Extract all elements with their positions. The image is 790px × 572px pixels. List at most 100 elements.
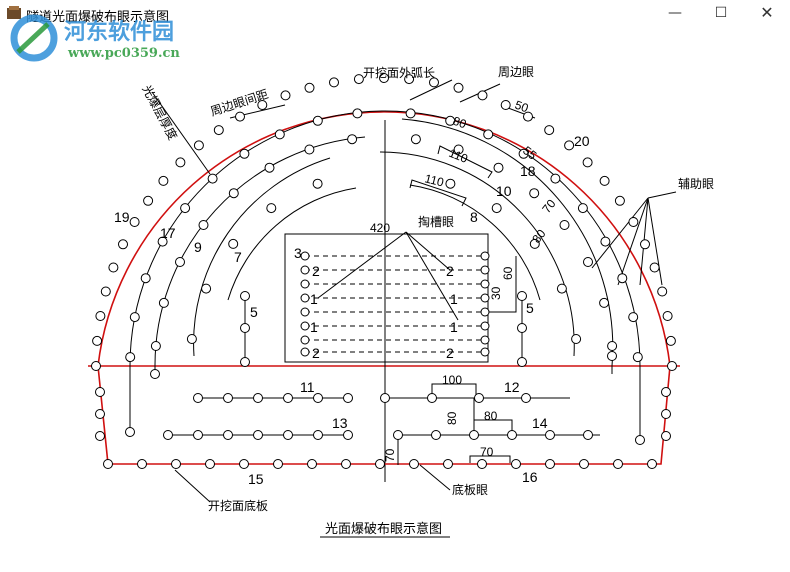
blast-hole bbox=[240, 323, 250, 333]
hole-number: 15 bbox=[248, 471, 264, 487]
blast-hole bbox=[157, 236, 168, 247]
dim-mark-110b bbox=[409, 179, 467, 207]
blast-hole bbox=[313, 393, 323, 403]
blast-hole bbox=[175, 257, 185, 267]
blast-hole bbox=[661, 387, 671, 397]
blast-hole bbox=[480, 265, 490, 275]
blast-hole bbox=[175, 157, 186, 168]
hole-number-labels: 20 18 19 17 15 16 10 9 8 7 5 5 3 11 12 1… bbox=[114, 133, 590, 487]
blast-hole bbox=[223, 393, 233, 403]
blast-hole bbox=[103, 459, 113, 469]
blast-hole bbox=[493, 162, 504, 173]
blast-hole bbox=[480, 321, 490, 331]
blast-hole bbox=[213, 125, 224, 136]
contour-arc-10 bbox=[401, 118, 614, 374]
blast-hole bbox=[304, 82, 315, 93]
minimize-button[interactable]: — bbox=[668, 5, 682, 21]
blast-hole bbox=[474, 393, 484, 403]
hole-number: 3 bbox=[294, 245, 302, 261]
hole-number: 17 bbox=[160, 225, 176, 241]
maximize-button[interactable]: ☐ bbox=[714, 5, 728, 21]
dimension-labels: 50 80 55 110 110 70 80 420 60 30 100 80 … bbox=[370, 98, 559, 462]
blast-hole bbox=[628, 312, 639, 323]
blast-hole bbox=[353, 74, 364, 85]
blast-hole bbox=[264, 162, 275, 173]
blast-hole bbox=[544, 125, 555, 136]
contour-arc-inner bbox=[227, 187, 357, 301]
blast-hole bbox=[661, 409, 671, 419]
holes-group bbox=[91, 73, 677, 469]
dimension: 70 bbox=[383, 448, 397, 462]
blast-hole bbox=[95, 387, 105, 397]
label-outer-arc: 开挖面外弧长 bbox=[363, 65, 435, 80]
blast-hole bbox=[100, 286, 111, 297]
blast-hole bbox=[571, 334, 582, 344]
dimension: 80 bbox=[451, 114, 469, 132]
blast-hole bbox=[529, 238, 540, 249]
blast-hole bbox=[665, 335, 676, 346]
blast-hole bbox=[312, 178, 323, 189]
blast-hole bbox=[480, 307, 490, 317]
blast-hole bbox=[632, 352, 643, 363]
blast-hole bbox=[647, 459, 657, 469]
blast-hole bbox=[559, 220, 570, 230]
blast-hole bbox=[180, 203, 191, 214]
blast-hole bbox=[480, 293, 490, 303]
leader-aux-1 bbox=[591, 197, 649, 269]
blast-hole bbox=[304, 144, 315, 155]
blast-hole bbox=[253, 430, 263, 440]
contour-arc-17 bbox=[129, 110, 641, 440]
hole-number: 20 bbox=[574, 133, 590, 149]
blast-hole bbox=[380, 393, 390, 403]
blast-hole bbox=[661, 431, 671, 441]
blast-hole bbox=[92, 335, 103, 346]
blast-hole bbox=[640, 239, 650, 250]
dimension: 70 bbox=[480, 445, 494, 459]
label-smooth-layer: 光爆层厚度 bbox=[139, 82, 180, 142]
blast-hole bbox=[266, 203, 277, 214]
blast-hole bbox=[300, 251, 310, 261]
blast-hole bbox=[137, 459, 147, 469]
blast-hole bbox=[477, 459, 487, 469]
blast-hole bbox=[223, 430, 233, 440]
blast-hole bbox=[614, 195, 625, 206]
label-auxiliary: 辅助眼 bbox=[678, 177, 714, 191]
window-title: 隧道光面爆破布眼示意图 bbox=[26, 10, 170, 25]
blast-hole bbox=[545, 430, 555, 440]
blast-hole bbox=[600, 236, 611, 247]
label-cut-holes: 掏槽眼 bbox=[418, 214, 454, 229]
hole-number: 5 bbox=[250, 304, 258, 320]
blast-hole bbox=[95, 311, 106, 321]
blast-hole bbox=[125, 352, 136, 363]
hole-number: 16 bbox=[522, 469, 538, 485]
dimension: 70 bbox=[539, 196, 558, 215]
blast-hole bbox=[635, 435, 645, 445]
blast-hole bbox=[257, 100, 268, 110]
dim-mark-100 bbox=[431, 383, 477, 398]
blast-hole bbox=[480, 335, 490, 345]
blast-hole bbox=[628, 217, 639, 227]
leader-aux-2 bbox=[617, 197, 649, 286]
blast-hole bbox=[343, 430, 353, 440]
blast-hole bbox=[313, 430, 323, 440]
blast-hole bbox=[150, 369, 160, 379]
close-button[interactable]: ✕ bbox=[760, 3, 774, 22]
blast-hole bbox=[129, 217, 140, 227]
dimension: 80 bbox=[445, 411, 459, 425]
cut-number: 2 bbox=[446, 263, 454, 279]
blast-hole bbox=[453, 82, 464, 93]
cut-number: 2 bbox=[312, 345, 320, 361]
blast-hole bbox=[582, 157, 593, 168]
dim-mark-60 bbox=[487, 256, 517, 313]
contour-arc-8 bbox=[379, 151, 575, 357]
blast-hole bbox=[521, 393, 531, 403]
blast-hole bbox=[163, 430, 173, 440]
blast-hole bbox=[300, 293, 310, 303]
blast-hole bbox=[228, 188, 239, 199]
blast-hole bbox=[207, 173, 218, 184]
blast-hole bbox=[409, 459, 419, 469]
label-perimeter: 周边眼 bbox=[498, 65, 534, 79]
blast-hole bbox=[579, 459, 589, 469]
blast-hole bbox=[235, 111, 245, 122]
leader-cut-1 bbox=[317, 231, 407, 299]
